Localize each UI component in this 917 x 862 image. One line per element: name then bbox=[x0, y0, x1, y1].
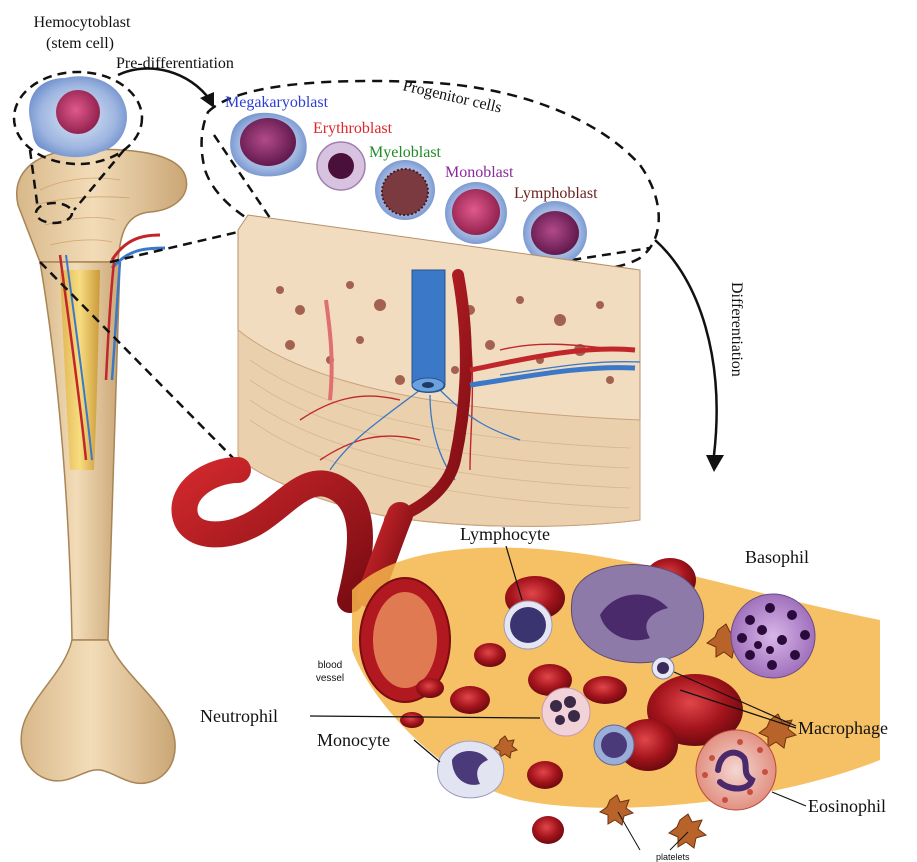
eosinophil-label: Eosinophil bbox=[808, 796, 886, 816]
red-blood-cell bbox=[527, 761, 563, 789]
eosinophil-cell bbox=[696, 730, 776, 810]
differentiation-label: Differentiation bbox=[728, 282, 745, 377]
blood-vessel-label-line1: blood bbox=[318, 660, 342, 671]
red-blood-cell bbox=[450, 686, 490, 714]
small-leukocyte-cell bbox=[594, 725, 634, 765]
megakaryoblast-cell bbox=[230, 113, 307, 177]
lymphocyte-cell bbox=[504, 601, 552, 649]
hemocytoblast-nucleus bbox=[56, 90, 100, 134]
myeloblast-label: Myeloblast bbox=[369, 144, 442, 161]
large-monocyte-cell bbox=[571, 565, 703, 663]
eosinophil-leader bbox=[772, 792, 806, 806]
hemocytoblast-group: Hemocytoblast (stem cell) bbox=[14, 14, 142, 164]
erythroblast-cell bbox=[317, 142, 365, 190]
lymphocyte-label: Lymphocyte bbox=[460, 524, 550, 544]
platelets-label: platelets bbox=[656, 852, 690, 862]
monocyte-label: Monocyte bbox=[317, 730, 390, 750]
differentiation-arrow: Differentiation bbox=[655, 240, 745, 472]
pre-differentiation-arrow: Pre-differentiation bbox=[116, 55, 234, 108]
monoblast-label: Monoblast bbox=[445, 164, 514, 181]
macrophage-label: Macrophage bbox=[798, 718, 888, 738]
erythroblast-label: Erythroblast bbox=[313, 120, 393, 137]
neutrophil-cell bbox=[542, 688, 590, 736]
megakaryoblast-label: Megakaryoblast bbox=[225, 94, 329, 111]
red-blood-cell bbox=[416, 678, 444, 698]
monocyte-cell bbox=[438, 741, 504, 798]
basophil-cell bbox=[731, 594, 815, 678]
progenitor-cells-label: Progenitor cells bbox=[401, 77, 503, 116]
femur-bone bbox=[17, 149, 187, 783]
platelets-leader bbox=[618, 812, 640, 850]
red-blood-cell bbox=[532, 816, 564, 844]
hemocytoblast-label: Hemocytoblast bbox=[34, 14, 131, 31]
red-blood-cell bbox=[474, 643, 506, 667]
neutrophil-label: Neutrophil bbox=[200, 706, 278, 726]
red-blood-cell bbox=[583, 676, 627, 704]
blood-vessel-label-line2: vessel bbox=[316, 673, 344, 684]
red-blood-cell bbox=[400, 712, 424, 728]
platelet bbox=[669, 814, 706, 848]
myeloblast-cell bbox=[375, 160, 435, 220]
macrophage-cell bbox=[652, 657, 674, 679]
basophil-label: Basophil bbox=[745, 547, 809, 567]
pre-differentiation-label: Pre-differentiation bbox=[116, 55, 234, 72]
stem-cell-label: (stem cell) bbox=[46, 35, 114, 52]
lymphoblast-label: Lymphoblast bbox=[514, 185, 598, 202]
monoblast-cell bbox=[445, 182, 507, 244]
